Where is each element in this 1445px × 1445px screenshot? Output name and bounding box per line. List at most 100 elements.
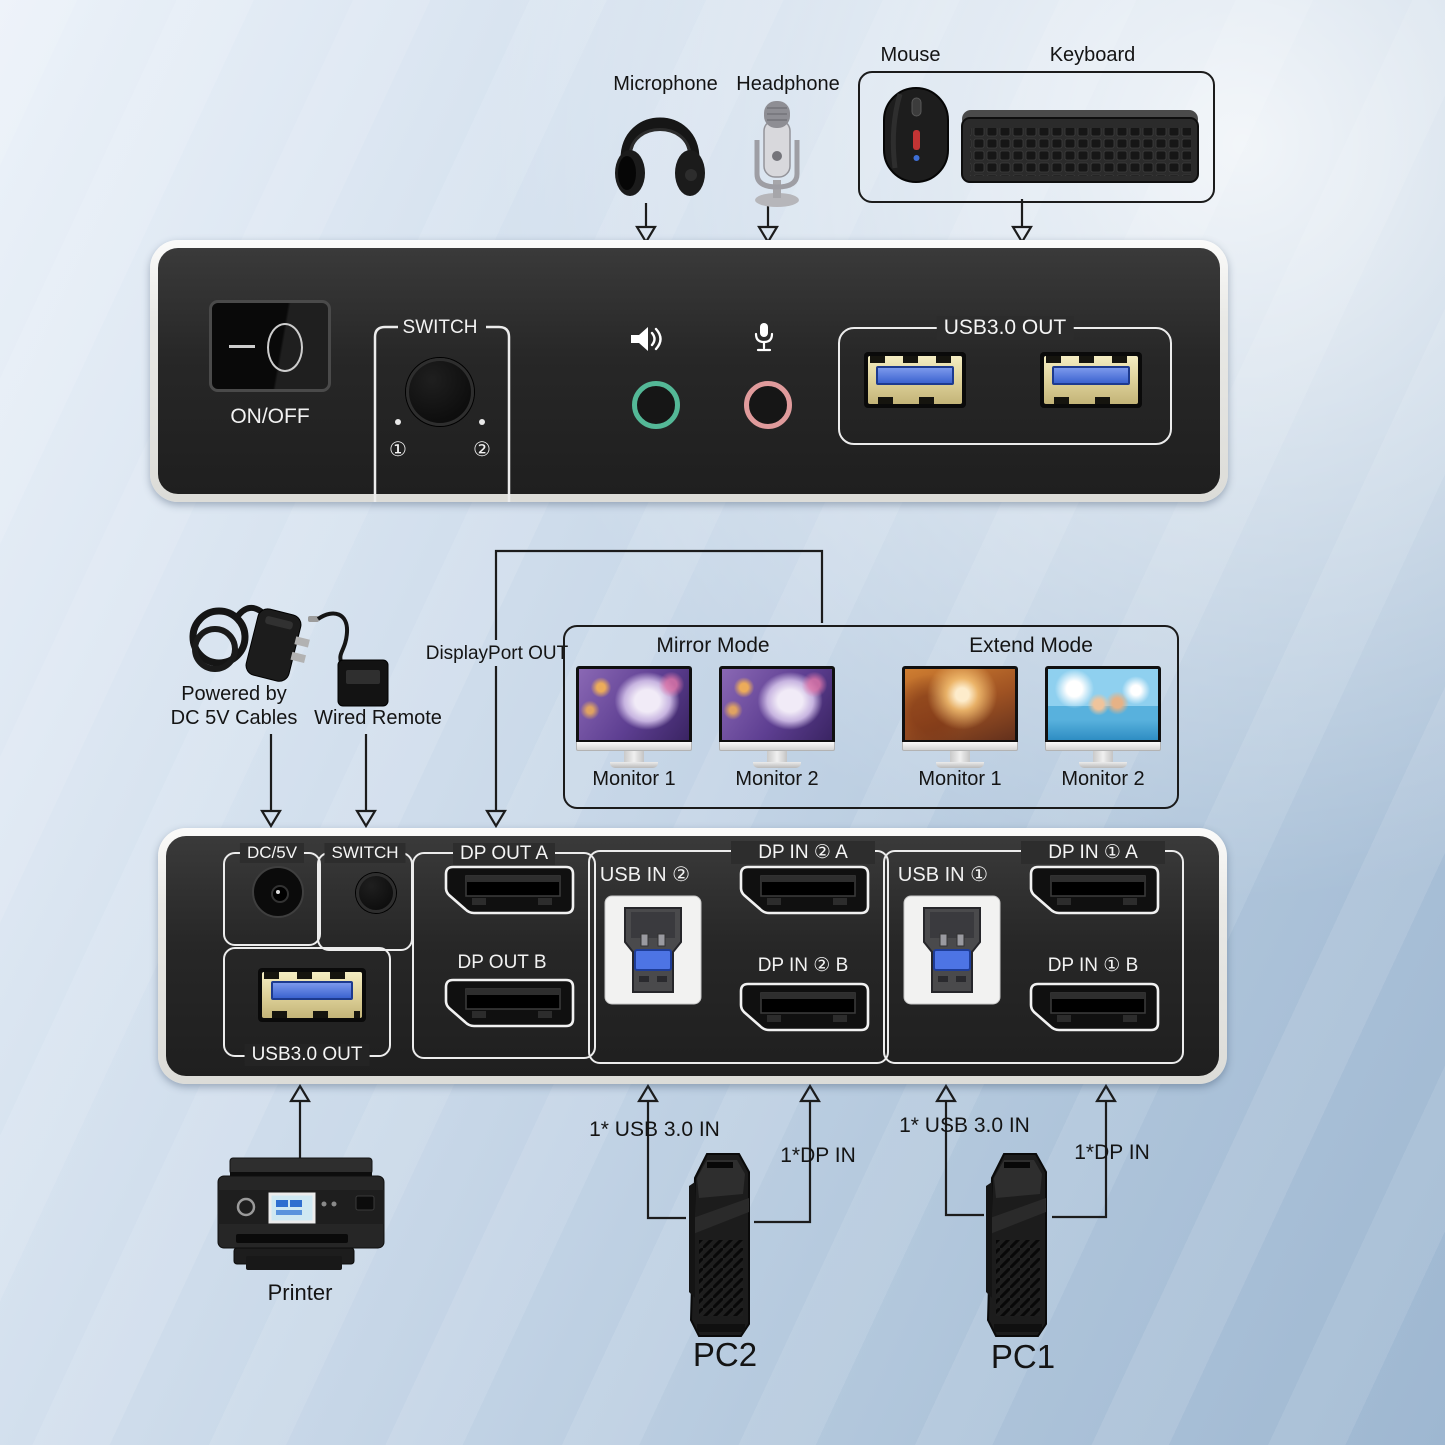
pc2-dp-cable-label: 1*DP IN	[780, 1144, 856, 1167]
dp-in-1a-label: DP IN ① A	[1021, 841, 1165, 864]
power-remote-arrow-lines	[269, 734, 368, 811]
monitor-base	[610, 762, 658, 768]
printer-image	[217, 1157, 385, 1270]
mirror-mode-title: Mirror Mode	[656, 634, 770, 657]
rear-switch-button	[356, 873, 396, 913]
mouse-label: Mouse	[880, 44, 941, 66]
monitor-stand	[950, 751, 970, 762]
pc1-dp-cable-label: 1*DP IN	[1074, 1141, 1150, 1164]
printer-label: Printer	[267, 1280, 333, 1305]
switch-button-front	[406, 358, 474, 426]
microphone-label: Microphone	[613, 73, 718, 95]
dp-out-b-port	[444, 978, 575, 1028]
monitor-mirror-1	[576, 666, 692, 768]
monitor-base	[1079, 762, 1127, 768]
microphone-image	[754, 101, 800, 207]
powered-by-label-line1: Powered by	[181, 683, 287, 705]
indicator-led-1	[395, 419, 401, 425]
monitor-base	[936, 762, 984, 768]
monitor-chin	[1045, 742, 1161, 751]
dp-out-b-label: DP OUT B	[457, 952, 547, 973]
power-remote-arrowheads	[260, 809, 377, 829]
pc1-usb-cable-label: 1* USB 3.0 IN	[899, 1114, 1030, 1137]
power-rocker-switch	[209, 300, 331, 392]
port1-number-label: ①	[389, 439, 407, 461]
displayport-elbow-line	[494, 549, 824, 640]
dc-jack	[252, 866, 304, 918]
usb-in-2-label: USB IN ②	[599, 864, 691, 886]
pc1-name-label: PC1	[990, 1338, 1056, 1375]
power-label: ON/OFF	[230, 405, 310, 428]
monitor-screen	[576, 666, 692, 742]
monitor-mirror-1-label: Monitor 1	[592, 768, 676, 790]
usb3-tongue	[876, 365, 954, 385]
dp-in-2b-port	[739, 982, 870, 1032]
power-adapter-image	[189, 604, 310, 682]
dp-out-a-port	[444, 865, 575, 915]
dp-in-2a-port	[739, 865, 870, 915]
display-modes-box	[563, 625, 1179, 809]
front-usb-out-label: USB3.0 OUT	[936, 316, 1074, 340]
monitor-extend-1	[902, 666, 1018, 768]
dp-in-2a-label: DP IN ② A	[731, 841, 875, 864]
monitor-chin	[902, 742, 1018, 751]
monitor-screen	[719, 666, 835, 742]
extend-mode-title: Extend Mode	[969, 634, 1093, 657]
dp-in-2b-label: DP IN ② B	[757, 955, 849, 976]
port2-number-label: ②	[473, 439, 491, 461]
speaker-icon	[631, 327, 662, 351]
usb-b-port-1	[903, 895, 1001, 1005]
pc2-usb-cable-label: 1* USB 3.0 IN	[589, 1118, 720, 1141]
powered-by-label-line2: DC 5V Cables	[170, 707, 298, 729]
monitor-mirror-2	[719, 666, 835, 768]
printer-arrowhead	[289, 1083, 311, 1103]
mouse-image	[883, 87, 949, 183]
displayport-out-label: DisplayPort OUT	[425, 643, 569, 664]
rocker-on-mark	[229, 345, 255, 348]
headphones-image	[615, 117, 705, 196]
usb3-tongue	[271, 981, 353, 1000]
mic-in-jack	[744, 381, 792, 429]
audio-out-jack	[632, 381, 680, 429]
dc-power-group: DC/5V	[223, 843, 321, 946]
peripheral-arrow-lines	[644, 199, 1024, 227]
usb3-tongue	[1052, 365, 1130, 385]
wired-remote-image	[308, 611, 389, 707]
pc1-tower-image	[986, 1153, 1047, 1337]
usb-a-port-rear	[258, 968, 366, 1022]
monitor-stand	[767, 751, 787, 762]
monitor-screen	[902, 666, 1018, 742]
monitor-chin	[719, 742, 835, 751]
headphone-label: Headphone	[736, 73, 840, 95]
peripheral-arrowheads	[635, 225, 1033, 245]
dp-in-1b-port	[1029, 982, 1160, 1032]
dp-out-group: DP OUT A	[412, 843, 596, 1059]
monitor-chin	[576, 742, 692, 751]
usb-a-port-front-1	[864, 352, 966, 408]
usb-b-port-2	[604, 895, 702, 1005]
mouse-keyboard-box	[858, 71, 1215, 203]
monitor-extend-2	[1045, 666, 1161, 768]
rear-usb-out-label: USB3.0 OUT	[244, 1044, 370, 1066]
pc-cable-lines	[646, 1101, 1108, 1224]
dp-in-1a-port	[1029, 865, 1160, 915]
usb-in-1-label: USB IN ①	[897, 864, 989, 886]
dc-jack-pin	[271, 885, 289, 903]
indicator-led-2	[479, 419, 485, 425]
dc-power-label: DC/5V	[239, 843, 305, 863]
monitor-stand	[1093, 751, 1113, 762]
usb-a-port-front-2	[1040, 352, 1142, 408]
front-usb-out-group: USB3.0 OUT	[838, 316, 1172, 445]
monitor-base	[753, 762, 801, 768]
keyboard-image	[961, 110, 1199, 183]
wired-remote-label: Wired Remote	[314, 707, 442, 729]
pc-cable-arrowheads	[637, 1083, 1117, 1103]
rear-usb-out-group: USB3.0 OUT	[223, 947, 391, 1066]
switch-group-label: SWITCH	[402, 317, 478, 338]
keyboard-label: Keyboard	[1049, 44, 1136, 66]
monitor-extend-1-label: Monitor 1	[918, 768, 1002, 790]
displayport-arrowhead	[485, 809, 507, 829]
dp-out-a-label: DP OUT A	[453, 843, 555, 865]
